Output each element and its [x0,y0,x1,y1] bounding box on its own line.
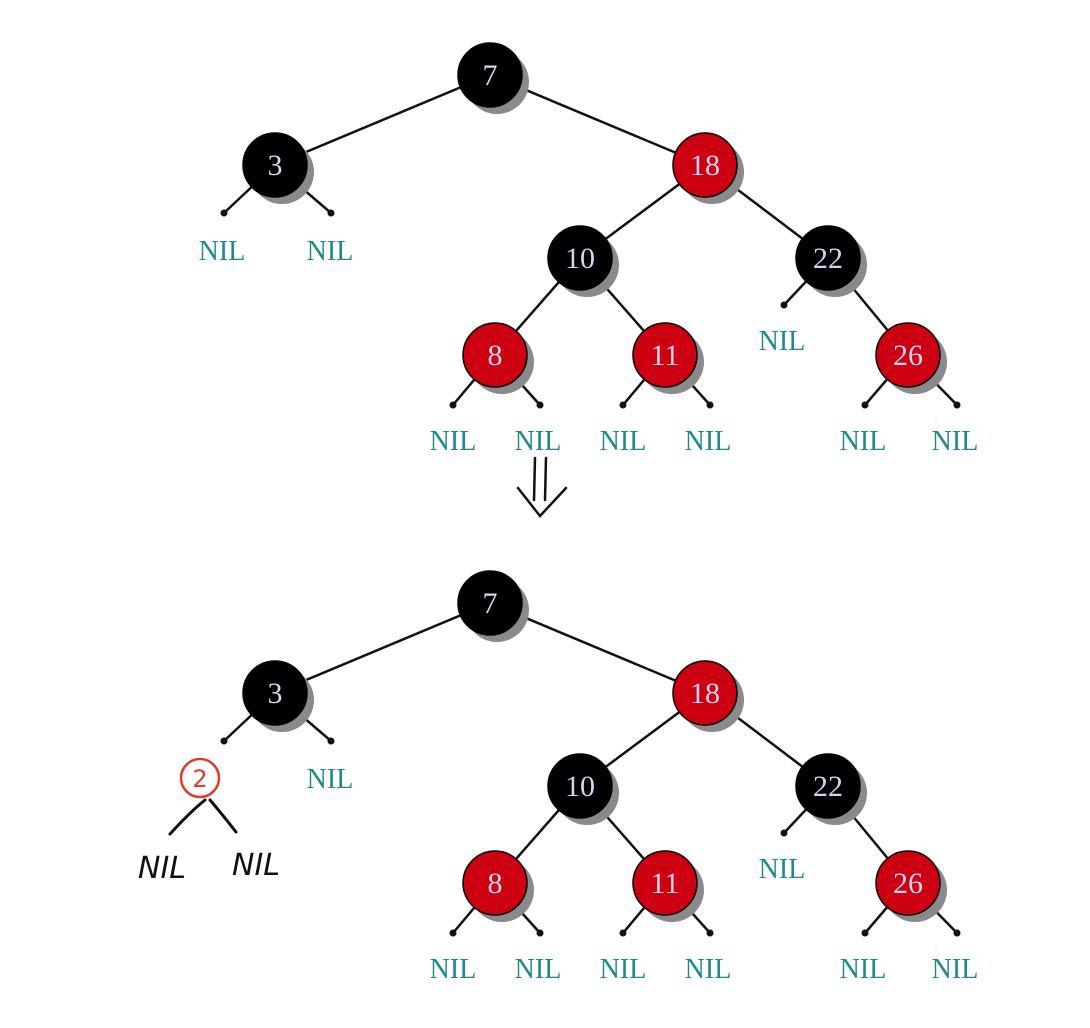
node-label: 26 [893,339,923,372]
node-circle [632,322,698,388]
node-label: 3 [268,149,283,182]
inserted-node-circle [179,757,221,799]
nil-dot [327,209,335,217]
tree-layer: NIL NIL NIL NIL NIL NIL NIL NIL NIL 7 3 18 10 22 8 11 26… [199,42,979,985]
nil-label: NIL [759,854,806,885]
handwritten-annotation: 2 NIL NIL [138,757,280,886]
nil-label: NIL [307,236,354,267]
tree-node-11-red: 11 [632,322,704,394]
node-label: 3 [268,677,283,710]
node-circle [795,753,861,819]
nil-dot [220,737,228,745]
tree-node-8-red: 8 [462,322,534,394]
hand-edge-left [168,798,207,836]
node-label: 8 [488,867,503,900]
nil-label: NIL [430,954,477,985]
tree-node-18-red: 18 [672,660,744,732]
node-circle [457,570,523,636]
nil-label: NIL [307,764,354,795]
nil-label: NIL [932,954,979,985]
tree-node-18-red: 18 [672,132,744,204]
node-label: 22 [813,242,843,275]
node-label: 18 [690,149,720,182]
nil-dot [327,737,335,745]
node-circle [242,660,308,726]
tree-node-11-red: 11 [632,850,704,922]
tree-edge [274,73,491,167]
tree-after: NIL NIL NIL NIL NIL NIL NIL NIL 7 3 18 10 22 8 11 26 [220,570,979,985]
nil-dot [706,929,714,937]
tree-before: NIL NIL NIL NIL NIL NIL NIL NIL NIL 7 3 18 10 22 8 11 26 [199,42,979,457]
tree-node-26-red: 26 [875,322,947,394]
nil-label: NIL [515,426,562,457]
hand-edge-right [208,798,238,834]
nil-label: NIL [685,426,732,457]
tree-node-3-black: 3 [242,132,314,204]
node-label: 11 [651,339,680,372]
node-circle [462,322,528,388]
node-label: 18 [690,677,720,710]
node-label: 22 [813,770,843,803]
nil-dot [449,929,457,937]
nil-dot [449,401,457,409]
nil-dot [619,929,627,937]
nil-label: NIL [430,426,477,457]
node-circle [462,850,528,916]
tree-edge [274,601,491,695]
node-label: 10 [565,242,595,275]
node-circle [795,225,861,291]
nil-dot [536,401,544,409]
nil-dot [861,929,869,937]
nil-dot [861,401,869,409]
nil-label: NIL [199,236,246,267]
tree-node-7-black: 7 [457,570,529,642]
node-circle [875,850,941,916]
tree-node-7-black: 7 [457,42,529,114]
nil-dot [780,829,788,837]
node-circle [242,132,308,198]
node-circle [457,42,523,108]
node-circle [672,660,738,726]
nil-dot [780,301,788,309]
node-circle [875,322,941,388]
nil-dot [953,401,961,409]
node-label: 10 [565,770,595,803]
nil-dot [220,209,228,217]
hand-nil-left: NIL [138,851,186,886]
inserted-node-label: 2 [192,765,207,793]
nil-label: NIL [840,954,887,985]
nil-dot [706,401,714,409]
nil-label: NIL [600,954,647,985]
tree-node-8-red: 8 [462,850,534,922]
tree-node-10-black: 10 [547,753,619,825]
tree-node-3-black: 3 [242,660,314,732]
hand-nil-right: NIL [232,848,280,883]
nil-label: NIL [515,954,562,985]
tree-node-22-black: 22 [795,753,867,825]
node-label: 7 [483,59,498,92]
node-circle [547,225,613,291]
double-down-arrow-icon [516,456,568,518]
nil-label: NIL [932,426,979,457]
tree-node-22-black: 22 [795,225,867,297]
node-circle [632,850,698,916]
nil-label: NIL [685,954,732,985]
nil-label: NIL [600,426,647,457]
node-circle [547,753,613,819]
tree-node-26-red: 26 [875,850,947,922]
nil-dot [536,929,544,937]
nil-label: NIL [759,326,806,357]
node-label: 11 [651,867,680,900]
nil-label: NIL [840,426,887,457]
node-label: 7 [483,587,498,620]
nil-dot [619,401,627,409]
node-circle [672,132,738,198]
nil-dot [953,929,961,937]
tree-node-10-black: 10 [547,225,619,297]
node-label: 8 [488,339,503,372]
node-label: 26 [893,867,923,900]
